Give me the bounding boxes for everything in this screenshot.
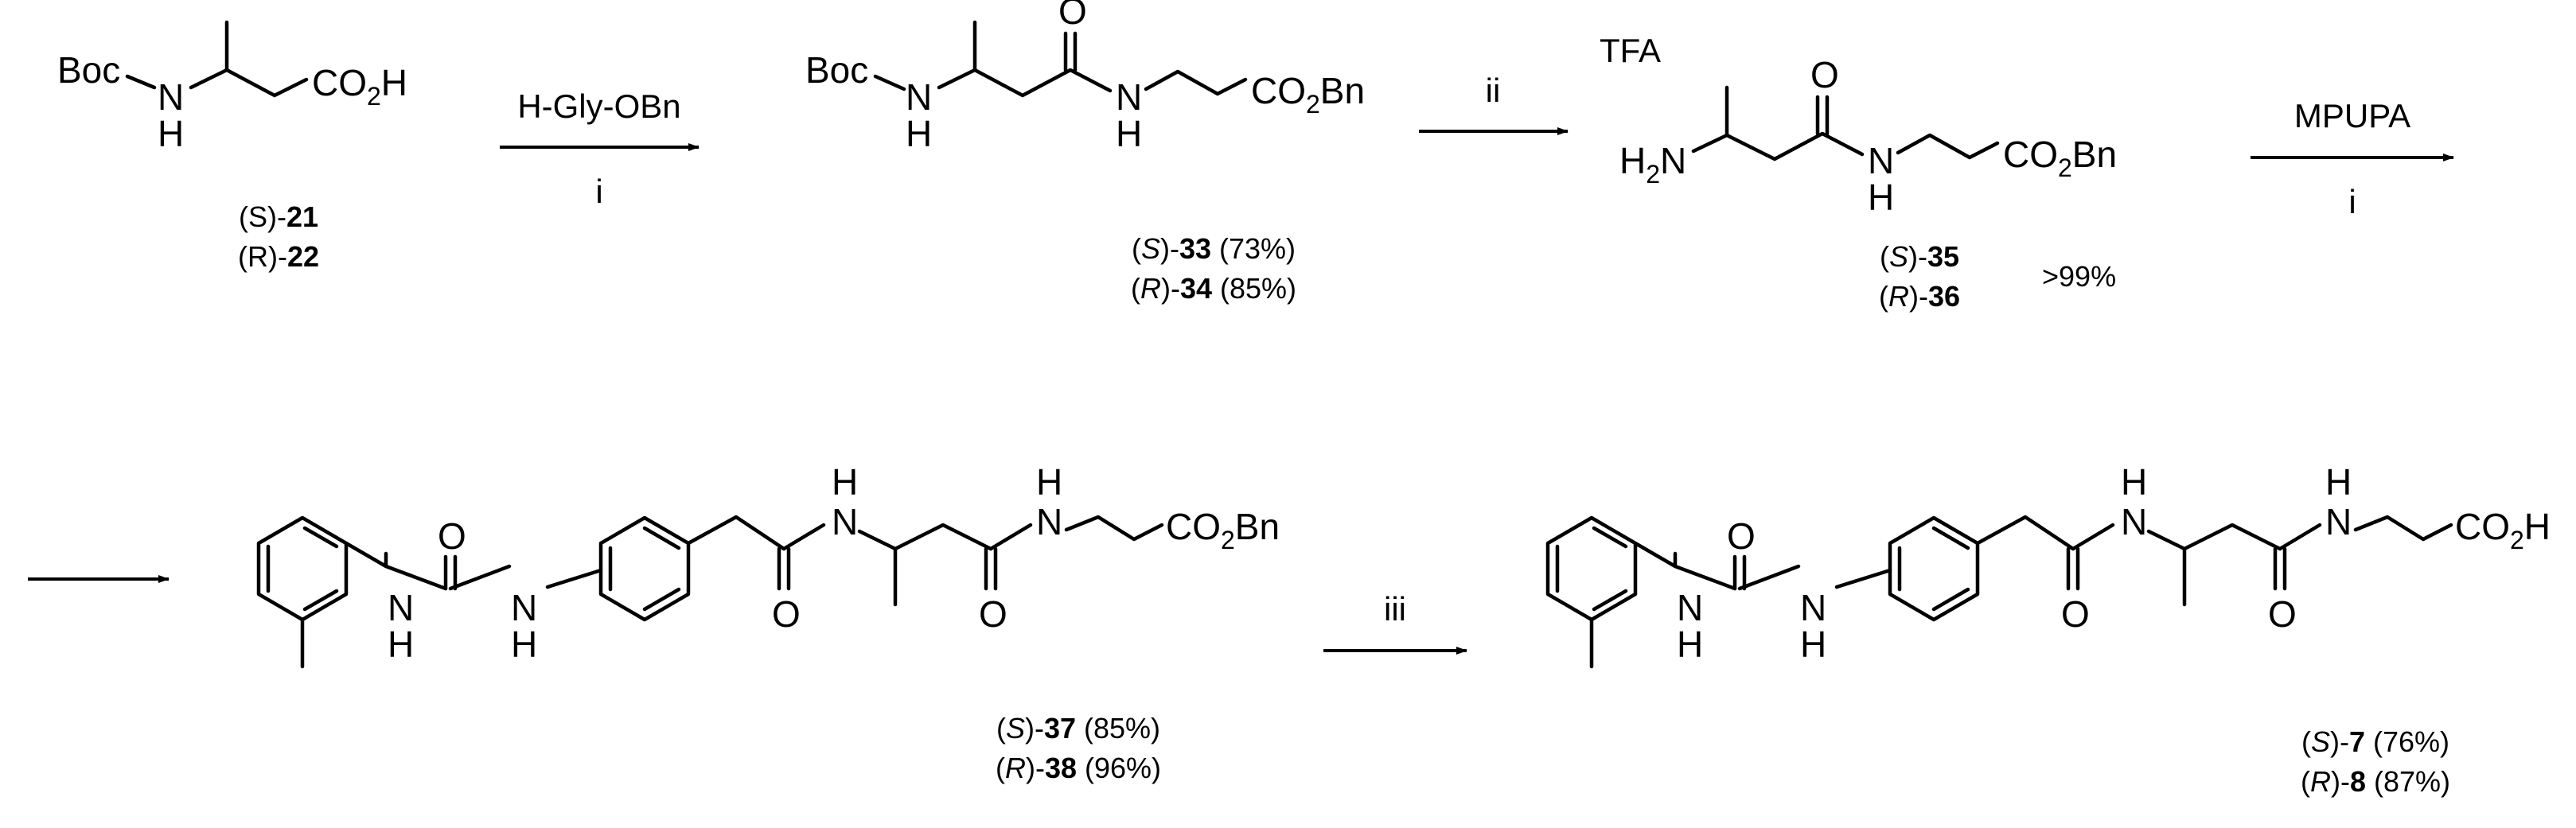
h-label: H — [1800, 624, 1826, 665]
label-compound-35: (S)-35 — [1880, 240, 1959, 273]
co2bn-label: CO2Bn — [1166, 506, 1280, 554]
n-label: N — [388, 587, 414, 628]
boc-label: Boc — [805, 49, 868, 91]
tfa-label: TFA — [1600, 32, 1661, 69]
molecule-benzyl-ester-urea: N H O N H O H N O H N CO2Bn — [256, 461, 1280, 669]
n-label: N — [158, 76, 184, 118]
o-label: O — [979, 593, 1007, 635]
co2bn-label: CO2Bn — [2003, 134, 2117, 182]
label-compound-21: (S)-21 — [239, 200, 318, 233]
boc-label: Boc — [57, 49, 120, 91]
o-label: O — [1810, 54, 1839, 95]
reagent-step2-above: ii — [1486, 72, 1501, 109]
reagent-step3-below: i — [2348, 183, 2356, 220]
o-label: O — [438, 515, 466, 557]
molecule-free-acid-urea: N H O N H O H N O H N CO2H — [1545, 461, 2551, 669]
o-label: O — [772, 593, 801, 635]
h-label: H — [832, 461, 858, 503]
o-label: O — [1727, 515, 1756, 557]
reagent-step1-above: H-Gly-OBn — [517, 87, 680, 125]
h-label: H — [1116, 113, 1142, 154]
molecule-boc-amino-acid: Boc N H CO2H — [57, 20, 407, 154]
co2bn-label: CO2Bn — [1251, 70, 1365, 119]
h-label: H — [1036, 461, 1062, 503]
o-label: O — [1058, 0, 1087, 32]
n-label: N — [832, 501, 858, 542]
h-label: H — [511, 624, 537, 665]
n-label: N — [906, 76, 932, 118]
label-compound-36: (R)-36 — [1879, 280, 1960, 313]
n-label: N — [1036, 501, 1062, 542]
reagent-step4-above: iii — [1384, 590, 1406, 628]
yield-compound-35-36: >99% — [2042, 260, 2116, 293]
reagent-step1-below: i — [595, 173, 602, 210]
n-label: N — [1868, 140, 1894, 181]
h-label: H — [388, 624, 414, 665]
n-label: N — [1116, 76, 1142, 118]
h-label: H — [906, 113, 932, 154]
reagent-step3-above: MPUPA — [2294, 97, 2410, 134]
co2h-label: CO2H — [312, 62, 407, 111]
molecule-amine-dipeptide: TFA H2N O N H CO2Bn — [1600, 32, 2117, 218]
co2h-label: CO2H — [2455, 506, 2551, 554]
label-compound-34: (R)-34 (85%) — [1131, 272, 1296, 305]
h-label: H — [1868, 177, 1894, 218]
label-compound-7: (S)-7 (76%) — [2301, 725, 2449, 758]
o-label: O — [2268, 593, 2297, 635]
label-compound-38: (R)-38 (96%) — [996, 752, 1161, 784]
n-label: N — [2121, 501, 2147, 542]
n-label: N — [2325, 501, 2352, 542]
molecule-boc-dipeptide: Boc N H O N H CO2Bn — [805, 0, 1365, 154]
n-label: N — [1800, 587, 1826, 628]
label-compound-22: (R)-22 — [238, 240, 319, 273]
h2n-label: H2N — [1619, 140, 1686, 189]
n-label: N — [511, 587, 537, 628]
label-compound-33: (S)-33 (73%) — [1132, 232, 1296, 265]
label-compound-8: (R)-8 (87%) — [2301, 765, 2450, 798]
h-label: H — [2325, 461, 2352, 503]
o-label: O — [2061, 593, 2090, 635]
label-compound-37: (S)-37 (85%) — [996, 712, 1160, 744]
h-label: H — [158, 113, 184, 154]
n-label: N — [1677, 587, 1703, 628]
h-label: H — [1677, 624, 1703, 665]
h-label: H — [2121, 461, 2147, 503]
